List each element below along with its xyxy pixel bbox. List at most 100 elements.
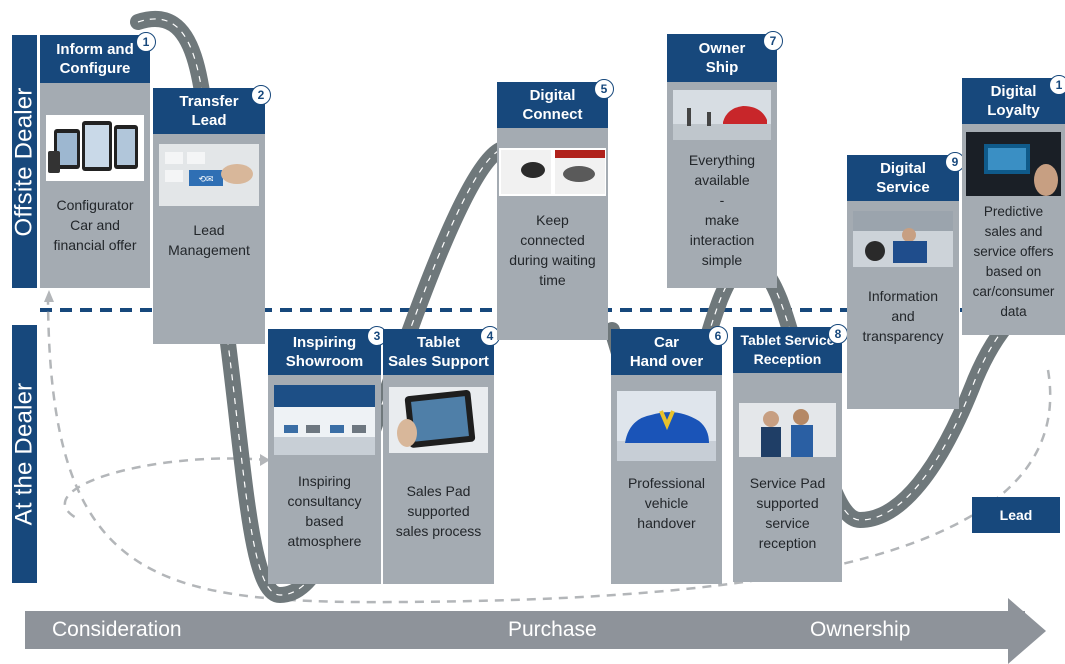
card-text-line: simple xyxy=(701,252,743,268)
card-digital-loyalty: Digital Loyalty 1 Predictive sales and s… xyxy=(962,75,1065,335)
card-inform-configure: Inform and Configure 1 Configurator Car … xyxy=(40,32,156,288)
card-title-line1: Digital xyxy=(880,160,926,177)
card-text-line: financial offer xyxy=(53,237,137,253)
card-title-line2: Ship xyxy=(705,59,739,76)
card-text-line: Predictive xyxy=(983,204,1044,219)
card-inspiring-showroom: Inspiring Showroom 3 Inspiring consultan… xyxy=(268,326,387,584)
car-ownership-image xyxy=(673,90,771,140)
step-number-badge: 1 xyxy=(136,32,156,52)
card-title-line2: Sales Support xyxy=(388,353,489,370)
card-header: Digital Service xyxy=(847,155,959,201)
zone-at-dealer: At the Dealer xyxy=(11,325,38,583)
card-text-line: Service Pad xyxy=(749,475,826,491)
card-digital-service: Digital Service 9 Information and transp… xyxy=(847,152,965,409)
card-text-line: based on xyxy=(985,264,1042,279)
card-title-line1: Digital xyxy=(990,83,1037,100)
dashed-lead-path xyxy=(63,457,269,522)
card-text-line: handover xyxy=(637,515,696,531)
card-text-line: during waiting xyxy=(509,252,596,268)
card-title-line1: Transfer xyxy=(179,93,239,110)
card-text-line: vehicle xyxy=(644,495,689,511)
card-description: Information and transparency xyxy=(849,286,957,346)
card-title-line2: Connect xyxy=(522,106,583,123)
card-description: Predictive sales and service offers base… xyxy=(964,202,1063,322)
card-text-line: Configurator xyxy=(56,197,134,213)
step-number-badge: 6 xyxy=(708,326,728,346)
card-text-line: Everything xyxy=(688,152,756,168)
card-text-line: data xyxy=(1000,304,1027,319)
card-text-line: Inspiring xyxy=(298,473,351,489)
card-digital-connect: Digital Connect 5 Keep connected during … xyxy=(497,79,614,340)
card-header: Transfer Lead xyxy=(153,88,265,134)
card-text-line: make xyxy=(704,212,740,228)
showroom-image xyxy=(274,385,375,455)
card-title-line1: Inspiring xyxy=(292,334,357,351)
card-description: Lead Management xyxy=(155,220,263,260)
card-title-line2: Lead xyxy=(191,112,227,129)
card-description: Everything available - make interaction … xyxy=(669,150,775,270)
phase-purchase: Purchase xyxy=(508,618,597,641)
card-title-line2: Loyalty xyxy=(987,102,1040,119)
card-header: Tablet Service Reception xyxy=(733,327,842,373)
phase-arrow-bar xyxy=(25,611,1025,649)
card-title-line2: Showroom xyxy=(285,353,364,370)
card-title-line1: Digital xyxy=(529,87,576,104)
card-text-line: reception xyxy=(758,535,817,551)
card-text-line: Car and xyxy=(70,217,120,233)
step-number-badge: 8 xyxy=(828,324,848,344)
dashed-arrowhead-showroom xyxy=(260,454,270,466)
card-title-line2: Reception xyxy=(753,351,822,367)
dashed-return-path xyxy=(46,299,1052,604)
card-text-line: sales and xyxy=(984,224,1043,239)
card-text-line: transparency xyxy=(862,328,944,344)
card-title-line1: Inform and xyxy=(56,41,134,58)
card-car-hand-over: Car Hand over 6 Professional vehicle han… xyxy=(611,326,728,584)
card-title-line1: Tablet xyxy=(416,334,461,351)
card-text-line: service xyxy=(765,515,810,531)
step-number-badge: 2 xyxy=(251,85,271,105)
card-tablet-service-reception: Tablet Service Reception 8 Service Pad s… xyxy=(733,324,848,582)
card-header: Tablet Sales Support xyxy=(383,329,494,375)
card-title-line2: Configure xyxy=(59,60,131,77)
card-text-line: sales process xyxy=(395,523,482,539)
card-text-line: Information xyxy=(867,288,939,304)
card-header: Digital Loyalty xyxy=(962,78,1065,124)
service-reception-image xyxy=(739,403,836,457)
step-number-badge: 7 xyxy=(763,31,783,51)
keyboard-image: ⟲✉ xyxy=(159,144,259,206)
covered-car-image xyxy=(617,391,716,461)
phase-consideration: Consideration xyxy=(52,618,182,641)
sales-tablet-image xyxy=(389,387,488,453)
step-number-badge: 5 xyxy=(594,79,614,99)
card-tablet-sales-support: Tablet Sales Support 4 Sales Pad support… xyxy=(383,326,500,584)
card-description: Professional vehicle handover xyxy=(613,473,720,533)
phase-ownership: Ownership xyxy=(810,618,911,641)
card-header: Digital Connect xyxy=(497,82,608,128)
card-text-line: Professional xyxy=(627,475,706,491)
configurator-devices-image xyxy=(46,115,144,181)
car-dashboard-image xyxy=(966,132,1061,196)
card-title-line1: Owner xyxy=(698,40,746,57)
card-text-line: service offers xyxy=(973,244,1054,259)
card-text-line: supported xyxy=(756,495,819,511)
card-title-line1: Car xyxy=(653,334,679,351)
card-text-line: - xyxy=(719,192,725,208)
phase-arrow-head xyxy=(1008,598,1046,664)
card-text-line: consultancy xyxy=(287,493,362,509)
card-text-line: Keep xyxy=(536,212,569,228)
card-text-line: available xyxy=(694,172,750,188)
digital-connect-screens-image xyxy=(499,148,606,196)
card-description: Configurator Car and financial offer xyxy=(42,195,148,255)
card-text-line: supported xyxy=(407,503,470,519)
card-title-line2: Hand over xyxy=(629,353,704,370)
card-text-line: interaction xyxy=(689,232,755,248)
card-header: Inform and Configure xyxy=(40,35,150,83)
step-number-badge: 9 xyxy=(945,152,965,172)
step-number-badge: 1 xyxy=(1049,75,1065,95)
mechanic-service-image xyxy=(853,211,953,267)
card-text-line: and xyxy=(891,308,915,324)
lead-box: Lead xyxy=(972,497,1060,533)
card-transfer-lead: Transfer Lead 2 ⟲✉ Lead Management xyxy=(153,85,271,344)
card-text-line: connected xyxy=(520,232,585,248)
card-text-line: Management xyxy=(168,242,250,258)
